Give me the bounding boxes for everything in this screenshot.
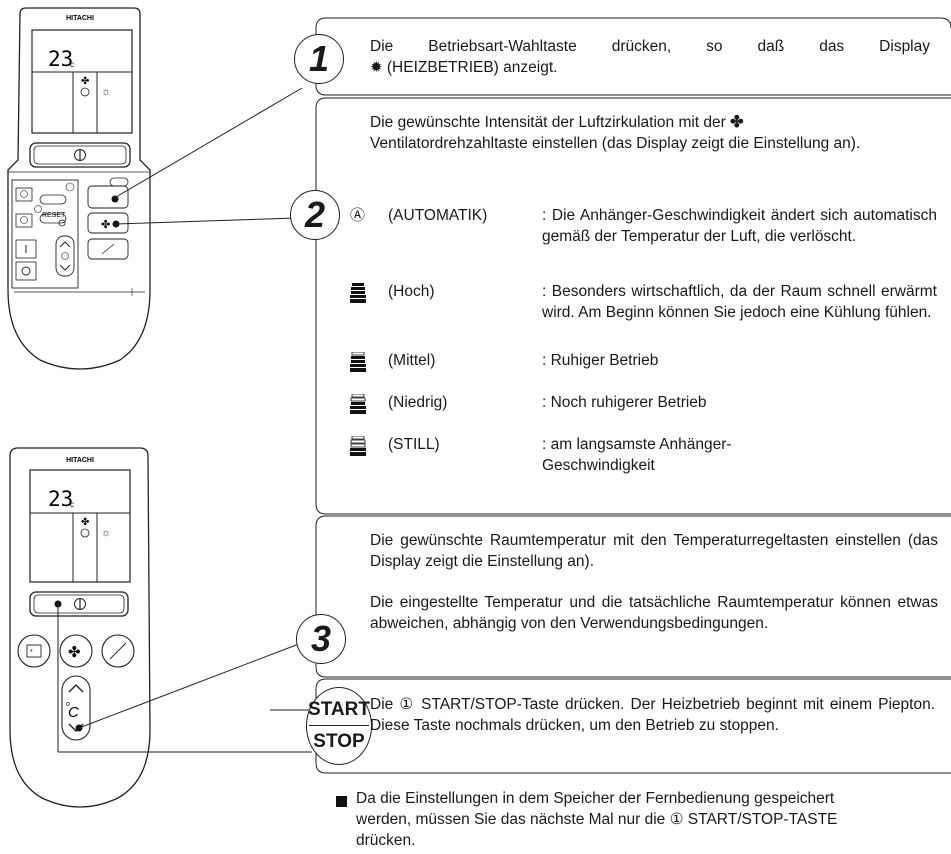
display-unit: c	[70, 60, 74, 69]
display-temperature: 23	[48, 47, 73, 71]
fan-setting-desc: : Besonders wirtschaftlich, da der Raum …	[542, 283, 937, 321]
fan-speed-button[interactable]	[87, 212, 129, 234]
fan-level-medium-icon	[350, 352, 366, 372]
step-number-1: 1	[294, 34, 344, 84]
fan-icon: ✤	[81, 76, 89, 87]
step-number-text: 3	[310, 618, 332, 659]
fan-setting-label: (Mittel)	[388, 352, 436, 369]
auto-icon	[80, 87, 90, 97]
auto-icon: Ⓐ	[350, 207, 366, 224]
note-text: Da die Einstellungen in dem Speicher der…	[356, 788, 951, 851]
fan-setting-label: (Hoch)	[388, 283, 435, 300]
fan-setting-label: (AUTOMATIK)	[388, 207, 488, 224]
on-off-button[interactable]	[29, 591, 129, 617]
fan-level-high-icon	[350, 283, 366, 303]
step-number-text: 2	[304, 194, 326, 235]
fan-setting-desc: : Die Anhänger-Geschwindigkeit ändert si…	[542, 207, 937, 245]
fan-settings-list: Ⓐ (AUTOMATIK) : Die Anhänger-Geschwindig…	[350, 205, 945, 495]
svg-text:✤: ✤	[101, 219, 110, 231]
fan-setting-label: (Niedrig)	[388, 394, 448, 411]
note-line3: drücken.	[356, 832, 416, 849]
display-temperature: 23	[48, 487, 73, 511]
step-1-text: Die Betriebsart-Wahltaste drücken, so da…	[370, 36, 930, 78]
fan-speed-button[interactable]	[59, 634, 93, 668]
step-3-para2: Die eingestellte Temperatur und die tats…	[370, 594, 938, 632]
note-line2: werden, müssen Sie das nächste Mal nur d…	[356, 811, 838, 828]
sun-icon: ☼	[101, 527, 111, 539]
svg-text:C: C	[68, 704, 79, 721]
step-2-intro: Die gewünschte Intensität der Luftzirkul…	[370, 112, 940, 154]
fan-icon: ✤	[730, 114, 744, 131]
step-number-3: 3	[296, 614, 346, 664]
remote-control-bottom: HITACHI 23 c ✤ ☼ * ✤ C o	[9, 447, 151, 808]
step-1-line2: ✹ (HEIZBETRIEB) anzeigt.	[370, 59, 558, 76]
fan-icon: ✤	[81, 517, 89, 528]
remote-brand: HITACHI	[66, 457, 94, 464]
start-label: START	[308, 699, 370, 720]
fan-setting-desc: : am langsamste Anhänger-Geschwindigkeit	[542, 436, 732, 474]
display-unit: c	[70, 500, 74, 509]
auto-icon	[80, 528, 90, 538]
stop-label: STOP	[313, 731, 365, 752]
step-number-2: 2	[290, 190, 340, 240]
remote-control-top: HITACHI 23 c ✤ ☼ RESET ✤	[7, 7, 151, 370]
reset-label: RESET	[42, 212, 66, 219]
svg-text:*: *	[30, 649, 33, 656]
step-number-text: 1	[308, 38, 330, 79]
note-bullet	[336, 794, 347, 812]
fan-setting-label: (STILL)	[388, 436, 440, 453]
fan-setting-desc: : Ruhiger Betrieb	[542, 352, 659, 369]
heat-sun-icon: ✹	[370, 59, 383, 76]
step-1-line1: Die Betriebsart-Wahltaste drücken, so da…	[370, 38, 930, 55]
fan-level-low-icon	[350, 394, 366, 414]
svg-text:o: o	[66, 701, 70, 708]
svg-text:✤: ✤	[68, 644, 81, 661]
step-3-para1: Die gewünschte Raumtemperatur mit den Te…	[370, 532, 938, 570]
step-2-intro-line2: Ventilatordrehzahltaste einstellen (das …	[370, 135, 861, 152]
step-2-intro-line1: Die gewünschte Intensität der Luftzirkul…	[370, 114, 726, 131]
start-stop-text: Die ① START/STOP-Taste drücken. Der Heiz…	[370, 696, 935, 734]
fan-setting-desc: : Noch ruhigerer Betrieb	[542, 394, 707, 411]
fan-level-silent-icon	[350, 436, 366, 456]
swing-button[interactable]	[87, 238, 129, 260]
mode-button[interactable]	[87, 185, 129, 209]
remote-brand: HITACHI	[66, 15, 94, 22]
sun-icon: ☼	[101, 86, 111, 98]
note-line1: Da die Einstellungen in dem Speicher der…	[356, 790, 835, 807]
start-stop-badge: START STOP	[306, 687, 372, 765]
mode-button[interactable]	[17, 634, 51, 668]
